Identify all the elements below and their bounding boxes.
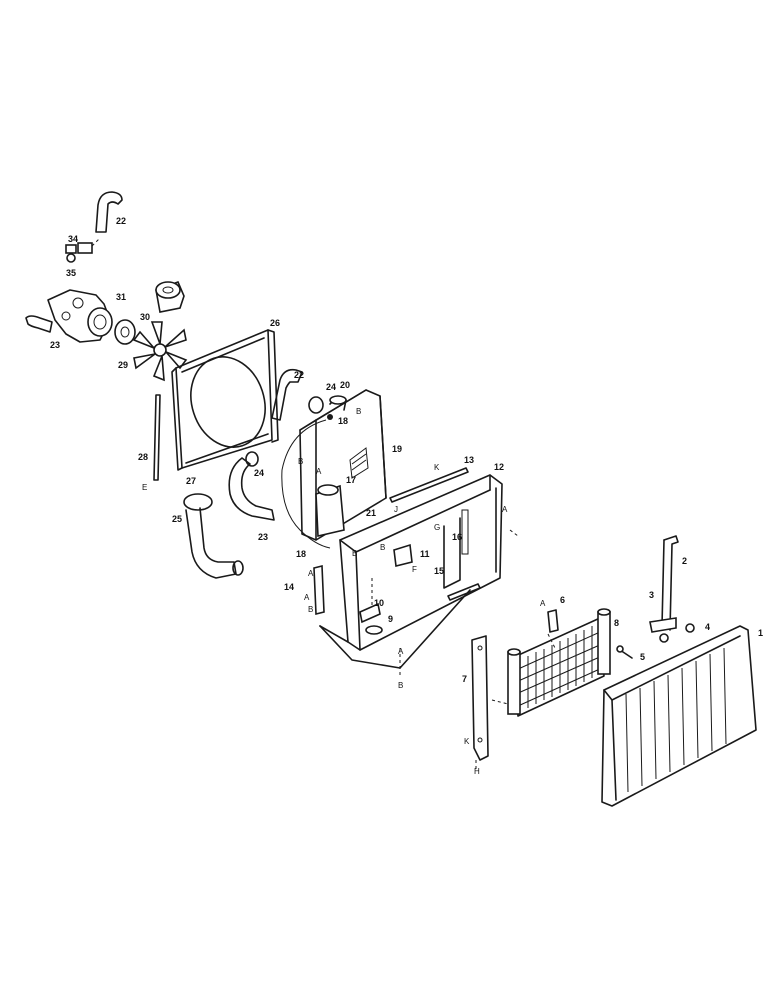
water-pump-31: [47, 289, 113, 343]
letter-a-3: A: [304, 593, 310, 602]
rod-13: [389, 467, 469, 503]
label-16: 16: [452, 532, 462, 542]
radiator-19: [299, 389, 387, 541]
letter-b-4: B: [308, 605, 313, 614]
label-11: 11: [420, 549, 430, 559]
clamp-24-top: [308, 396, 324, 414]
base-plate: [319, 589, 471, 669]
letter-b-1: B: [298, 457, 303, 466]
label-23b: 23: [258, 532, 268, 542]
letter-b-5: B: [352, 549, 357, 558]
letter-b-3: B: [380, 543, 385, 552]
label-8: 8: [614, 618, 619, 628]
elbow-25-23: [183, 493, 244, 579]
bracket-11: [393, 543, 413, 567]
letter-f: F: [412, 565, 417, 574]
hose-23-left: [25, 315, 53, 333]
letter-g: G: [434, 523, 440, 532]
label-5: 5: [640, 652, 645, 662]
label-35: 35: [66, 268, 76, 278]
upper-hose-22: [95, 191, 123, 233]
letter-a-1: A: [316, 467, 322, 476]
fitting-34-35: [65, 237, 101, 263]
label-23a: 23: [50, 340, 60, 350]
letter-a-5: A: [540, 599, 546, 608]
label-27: 27: [186, 476, 196, 486]
letter-k-1: K: [434, 463, 440, 472]
bracket-14: [313, 564, 325, 616]
label-25: 25: [172, 514, 182, 524]
letter-a-6: A: [308, 569, 314, 578]
label-30: 30: [140, 312, 150, 322]
label-28: 28: [138, 452, 148, 462]
pulley-30: [114, 319, 136, 345]
overflow-tank-17: [315, 484, 345, 537]
label-34: 34: [68, 234, 78, 244]
label-31: 31: [116, 292, 126, 302]
bracket-6: [547, 609, 559, 633]
frame-12: [339, 474, 503, 651]
label-13: 13: [464, 455, 474, 465]
label-10: 10: [374, 598, 384, 608]
label-19: 19: [392, 444, 402, 454]
label-21: 21: [366, 508, 376, 518]
label-15: 15: [434, 566, 444, 576]
part-labels: 1 2 3 4 5 6 7 8 9 10 11 12 13 14 15 16 1…: [50, 216, 763, 684]
label-7: 7: [462, 674, 467, 684]
hose-22-middle: [271, 368, 303, 421]
label-18b: 18: [296, 549, 306, 559]
pin-5: [616, 645, 633, 659]
fan-shroud-26-27: [171, 329, 279, 471]
strip-15: [447, 583, 481, 601]
label-9: 9: [388, 614, 393, 624]
letter-a-4: A: [502, 505, 508, 514]
letter-a-2: A: [398, 647, 404, 656]
parts-9-10: [359, 602, 383, 635]
label-4: 4: [705, 622, 710, 632]
label-22a: 22: [116, 216, 126, 226]
label-6: 6: [560, 595, 565, 605]
lower-hose-22: [228, 457, 275, 521]
letter-k-2: K: [464, 737, 470, 746]
label-14: 14: [284, 582, 294, 592]
label-18a: 18: [338, 416, 348, 426]
leader-lines: [371, 529, 557, 770]
fan-spacer: [155, 280, 185, 313]
tube-18: [281, 419, 331, 549]
rod-28: [153, 394, 161, 481]
label-3: 3: [649, 590, 654, 600]
letter-b-2: B: [398, 681, 403, 690]
label-12: 12: [494, 462, 504, 472]
label-2: 2: [682, 556, 687, 566]
grille-1: [601, 625, 757, 807]
label-26: 26: [270, 318, 280, 328]
letter-h: H: [474, 767, 480, 776]
label-22b: 22: [294, 370, 304, 380]
letter-b-6: B: [356, 407, 361, 416]
fan-29: [132, 321, 188, 382]
oil-cooler-8: [507, 608, 611, 717]
letter-e-1: E: [142, 483, 147, 492]
label-20: 20: [340, 380, 350, 390]
label-17: 17: [346, 475, 356, 485]
label-29: 29: [118, 360, 128, 370]
reference-letters: A B E F G H J K K A B B A B A A B A B: [142, 407, 546, 776]
rod-2-bracket-3: [649, 535, 695, 643]
bracket-7: [471, 635, 489, 761]
clamp-24-bottom: [245, 451, 259, 467]
label-24a: 24: [326, 382, 336, 392]
label-1: 1: [758, 628, 763, 638]
letter-j: J: [394, 505, 398, 514]
label-24b: 24: [254, 468, 264, 478]
